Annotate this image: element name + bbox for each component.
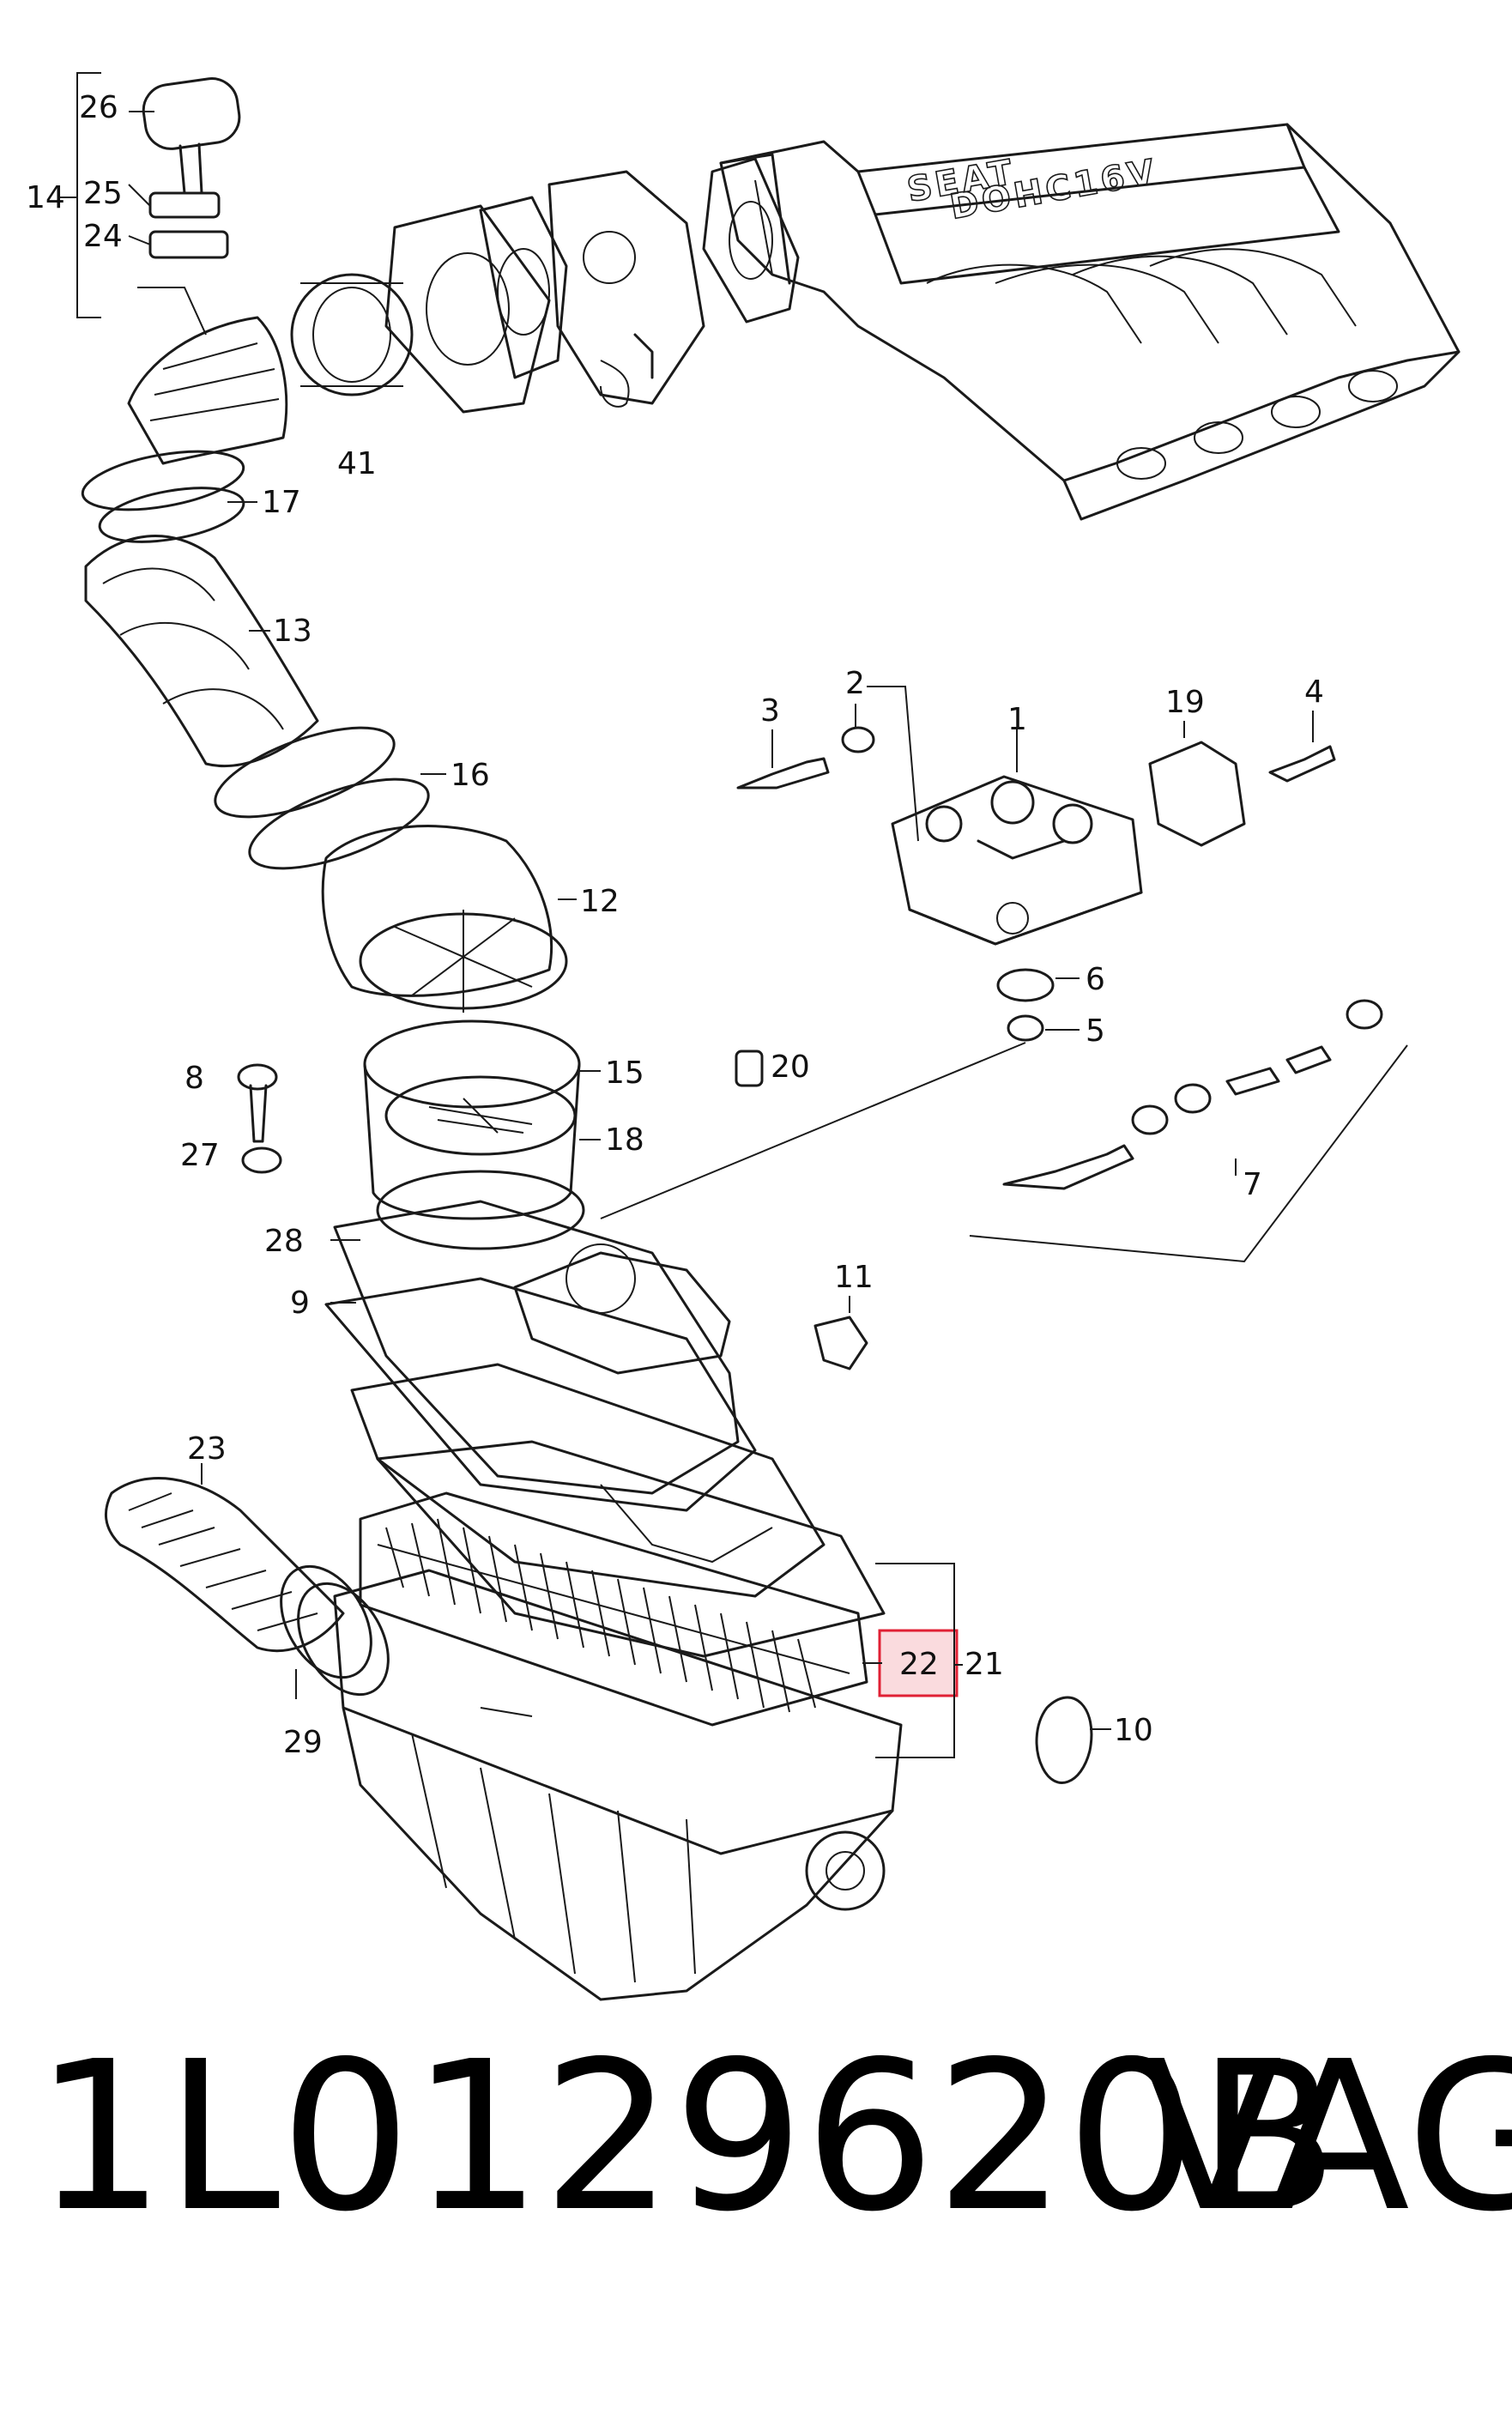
bracket-19 — [1148, 721, 1246, 847]
callout-13: 13 — [273, 614, 312, 649]
hose-clamp-16 — [214, 726, 446, 870]
callout-22-highlight — [878, 1629, 959, 1697]
callout-21: 21 — [965, 1647, 1004, 1682]
filter-housing-upper — [324, 1200, 886, 1658]
intake-adapter-ring — [290, 273, 414, 396]
callout-10: 10 — [1114, 1713, 1153, 1748]
filter-housing-lower — [333, 1569, 903, 2001]
airflow-boot-12 — [321, 825, 577, 1013]
grommet-10 — [1035, 1696, 1111, 1784]
callout-25: 25 — [83, 176, 123, 211]
throttle-gasket-left — [384, 204, 551, 414]
callout-9: 9 — [290, 1286, 310, 1321]
callout-27: 27 — [180, 1138, 220, 1173]
airflow-meter-body — [363, 1019, 601, 1250]
callout-29: 29 — [283, 1725, 323, 1760]
callout-22: 22 — [899, 1647, 939, 1682]
callout-41: 41 — [337, 446, 377, 481]
screw-3 — [736, 729, 830, 790]
callout-7: 7 — [1243, 1167, 1262, 1202]
callout-23: 23 — [187, 1431, 227, 1467]
callout-26: 26 — [79, 90, 118, 125]
callout-28: 28 — [264, 1224, 304, 1259]
callout-11: 11 — [834, 1260, 874, 1295]
callout-16: 16 — [451, 758, 490, 793]
throttle-body — [547, 170, 705, 408]
callout-5: 5 — [1086, 1013, 1105, 1049]
callout-1: 1 — [1007, 702, 1027, 737]
callout-20: 20 — [771, 1050, 810, 1085]
callout-15: 15 — [605, 1056, 644, 1091]
o-ring-6 — [996, 968, 1080, 1002]
intake-manifold — [719, 123, 1461, 521]
callout-6: 6 — [1086, 962, 1105, 997]
callout-24: 24 — [83, 219, 123, 254]
clip-11 — [813, 1296, 868, 1370]
screw-8 — [237, 1063, 278, 1143]
regulator-unit-1 — [867, 686, 1143, 946]
part-number: 1L0129620B — [34, 2017, 1339, 2257]
washer-27 — [241, 1146, 282, 1174]
callout-14: 14 — [26, 180, 65, 215]
seal-5 — [600, 1014, 1080, 1219]
bolt-4 — [1268, 711, 1336, 783]
intake-snorkel — [104, 1463, 390, 1699]
callout-18: 18 — [605, 1122, 644, 1158]
brand-name: VAG — [1141, 2017, 1512, 2257]
manifold-gasket — [702, 157, 800, 324]
callout-4: 4 — [1304, 675, 1324, 710]
callout-3: 3 — [760, 693, 780, 729]
callout-2: 2 — [845, 666, 865, 701]
intake-hose-upper — [81, 316, 288, 543]
callout-8: 8 — [184, 1061, 204, 1096]
bracket-assembly — [58, 72, 241, 336]
intake-hose-main — [84, 535, 319, 768]
callout-17: 17 — [262, 485, 301, 520]
callout-19: 19 — [1165, 685, 1205, 720]
washer-2 — [841, 704, 875, 753]
exploded-parts-diagram: SEAT DOHC16V — [26, 72, 1461, 2001]
throttle-spacer — [479, 196, 568, 379]
injector-set-7 — [969, 999, 1408, 1263]
footer: 1L0129620B VAG — [0, 1991, 1512, 2334]
callout-12: 12 — [580, 884, 620, 919]
cap-20 — [735, 1050, 764, 1087]
